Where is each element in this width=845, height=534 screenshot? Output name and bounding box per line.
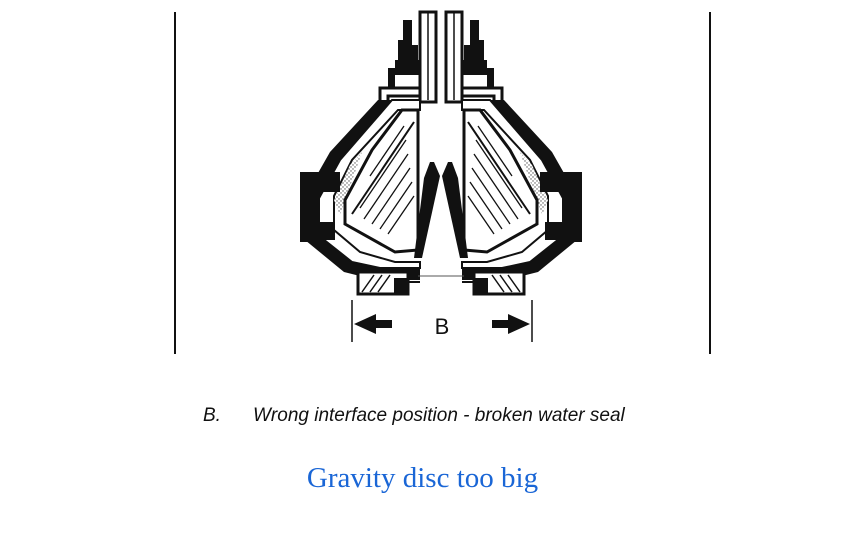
outlet-housing-left bbox=[300, 172, 340, 240]
separator-bowl-diagram: B bbox=[174, 10, 711, 354]
caption-letter: B. bbox=[203, 405, 221, 426]
explanation-note: Gravity disc too big bbox=[306, 462, 539, 494]
bowl-right-half bbox=[440, 10, 584, 296]
arrow-right-icon bbox=[492, 314, 530, 334]
caption-text: Wrong interface position - broken water … bbox=[253, 405, 625, 426]
figure-caption: B. Wrong interface position - broken wat… bbox=[0, 405, 845, 429]
dimension-b: B bbox=[351, 300, 533, 342]
arrow-left-icon bbox=[354, 314, 392, 334]
dimension-label: B bbox=[435, 314, 450, 339]
outlet-housing-right bbox=[540, 172, 580, 240]
bowl-left-half bbox=[298, 10, 442, 296]
